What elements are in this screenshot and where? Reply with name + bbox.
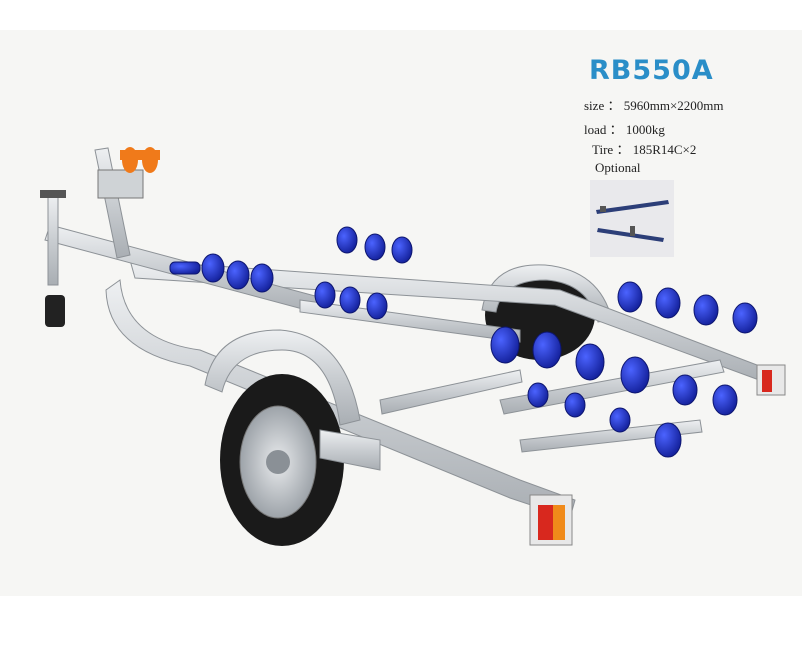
spec-colon: ： <box>616 142 630 157</box>
spec-size-label: size <box>584 98 605 113</box>
spec-size: size ： 5960mm×2200mm <box>584 95 724 114</box>
spec-size-value: 5960mm×2200mm <box>623 98 724 113</box>
spec-colon: ： <box>609 122 623 137</box>
spec-tire-label: Tire <box>592 142 614 157</box>
optional-bars-icon <box>596 200 669 242</box>
spec-tire-value: 185R14C×2 <box>632 142 697 157</box>
product-model-title: RB550A <box>589 55 714 86</box>
spec-tire: Tire ： 185R14C×2 <box>592 139 696 158</box>
optional-label: Optional <box>595 160 641 175</box>
optional-bars-image <box>590 180 674 257</box>
spec-colon: ： <box>607 98 621 113</box>
spec-load-value: 1000kg <box>625 122 665 137</box>
spec-load-label: load <box>584 122 607 137</box>
spec-load: load ： 1000kg <box>584 119 665 138</box>
